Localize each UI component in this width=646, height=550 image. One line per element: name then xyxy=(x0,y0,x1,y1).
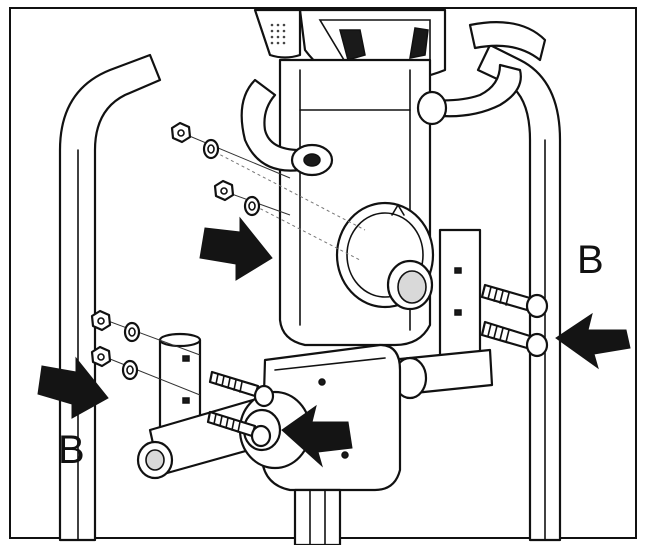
right-clamp-tube xyxy=(388,228,494,400)
right-grip xyxy=(416,63,522,126)
left-handlebar xyxy=(58,53,162,542)
pivot-housing xyxy=(238,343,402,547)
arrow-left-side xyxy=(37,356,109,419)
tension-knob xyxy=(335,201,435,311)
label-b-right: B xyxy=(577,238,604,282)
right-bolts xyxy=(480,283,549,358)
left-grip xyxy=(240,78,334,177)
arrow-lower-center xyxy=(281,404,353,468)
left-bolts xyxy=(206,370,275,448)
arrow-right-side xyxy=(555,312,631,370)
arrow-upper xyxy=(199,216,273,281)
label-b-left: B xyxy=(58,428,85,472)
upper-nuts-washers xyxy=(170,121,291,217)
alignment-lines xyxy=(214,151,366,261)
lower-nuts-washers xyxy=(90,309,201,396)
